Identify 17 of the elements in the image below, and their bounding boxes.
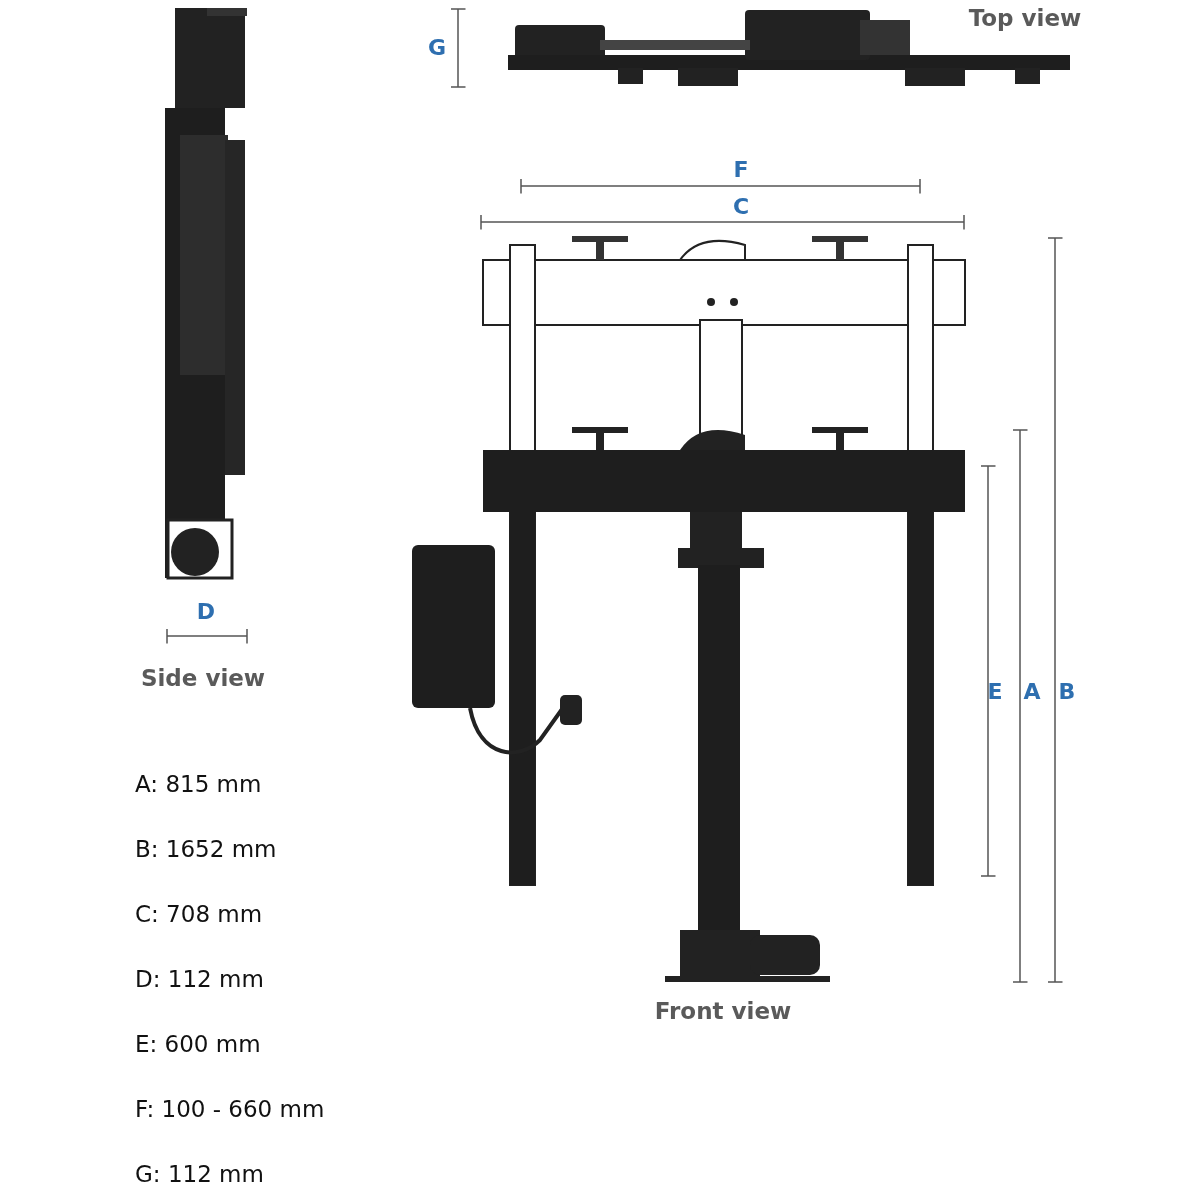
- dimension-value: E: 600 mm: [135, 1032, 261, 1058]
- dimension-value: B: 1652 mm: [135, 837, 277, 863]
- dimension-label: D: [196, 599, 216, 625]
- dimension-label: A: [1023, 679, 1041, 705]
- dimension-value: D: 112 mm: [135, 967, 264, 993]
- dimension-value: G: 112 mm: [135, 1162, 264, 1188]
- dimension-label: E: [987, 679, 1003, 705]
- dimension-label: G: [427, 35, 447, 61]
- dimension-label: F: [733, 157, 749, 183]
- view-title: Front view: [654, 999, 792, 1025]
- dimension-value: A: 815 mm: [135, 772, 262, 798]
- dimension-value: F: 100 - 660 mm: [135, 1097, 325, 1123]
- dimension-label: B: [1058, 679, 1076, 705]
- dimension-value: C: 708 mm: [135, 902, 263, 928]
- dimension-label: C: [732, 194, 750, 220]
- view-title: Side view: [140, 666, 266, 692]
- view-title: Top view: [968, 6, 1082, 32]
